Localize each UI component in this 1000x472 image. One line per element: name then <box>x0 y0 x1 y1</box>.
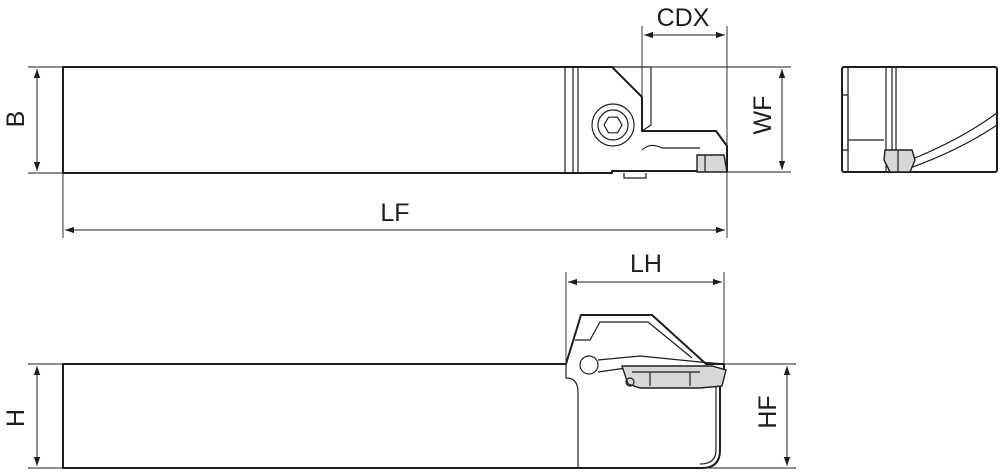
end-view <box>841 66 998 173</box>
end-view-relief-curve <box>909 124 998 169</box>
top-view-insert <box>696 154 728 173</box>
top-view: B CDX WF LF <box>2 4 791 238</box>
end-view-insert <box>883 149 916 173</box>
side-view-shank <box>62 314 725 469</box>
dimension-b: B <box>2 66 63 174</box>
dimension-hf: HF <box>702 363 796 469</box>
side-view: H HF LH <box>2 250 796 469</box>
side-view-clamp-arm <box>597 355 725 365</box>
label-wf: WF <box>749 96 777 135</box>
dimension-lh: LH <box>565 250 725 364</box>
top-view-clamp-contour <box>612 66 652 132</box>
side-view-body-curve <box>565 364 579 468</box>
dimension-cdx: CDX <box>641 4 728 146</box>
end-view-outline <box>841 66 998 173</box>
label-lh: LH <box>630 250 662 278</box>
side-view-clamp-arm <box>597 367 627 373</box>
side-view-insert-detail <box>632 371 700 386</box>
end-view-chamfer <box>842 94 849 151</box>
label-h: H <box>2 409 30 427</box>
dimension-lf: LF <box>62 172 728 238</box>
top-view-tab <box>623 173 647 179</box>
clamp-screw-icon <box>591 103 635 147</box>
label-b: B <box>2 111 30 128</box>
dimension-h: H <box>2 363 63 469</box>
side-view-clamp-ball-icon <box>579 355 599 375</box>
top-view-clamp-contour <box>641 144 700 151</box>
label-cdx: CDX <box>657 4 710 32</box>
side-view-head-contour <box>575 321 693 359</box>
dimension-wf: WF <box>651 66 791 173</box>
side-view-insert <box>621 365 727 389</box>
end-view-relief-curve <box>909 112 998 161</box>
label-lf: LF <box>380 199 409 227</box>
label-hf: HF <box>754 395 782 428</box>
side-view-pin-icon <box>625 377 635 387</box>
side-view-body-curve <box>699 380 717 465</box>
